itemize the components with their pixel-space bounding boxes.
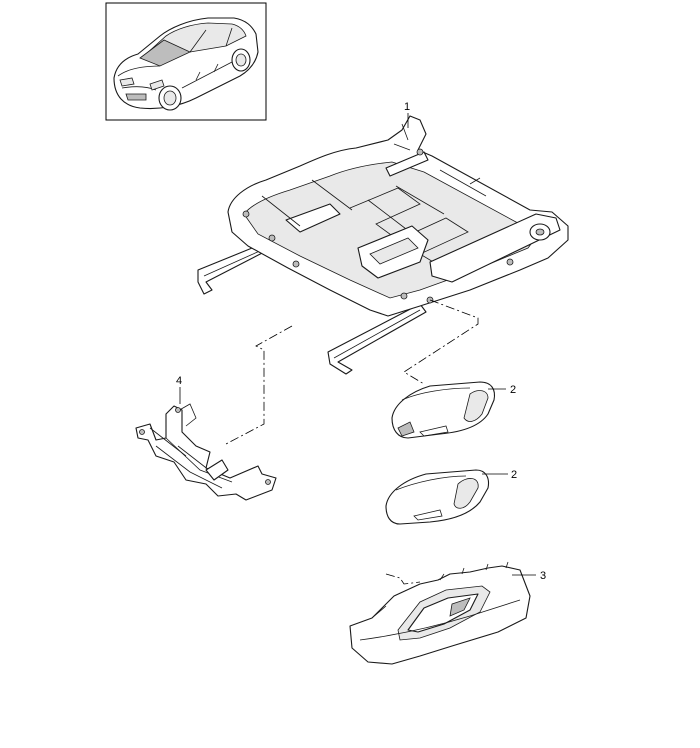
- assembly-line-4: [225, 325, 293, 445]
- callout-1: 1: [404, 101, 410, 113]
- car-illustration: [113, 17, 259, 111]
- callout-2b: 2: [511, 469, 517, 481]
- assembly-lines: [225, 299, 479, 585]
- callout-4: 4: [176, 375, 182, 387]
- callout-2a: 2: [510, 384, 516, 396]
- callouts: 1 2 2 3 4: [176, 101, 546, 582]
- switch-cover-lower-part: [385, 469, 490, 525]
- callout-3: 3: [540, 570, 546, 582]
- seat-frame-part: [197, 115, 569, 375]
- leader-lines: [179, 113, 536, 576]
- side-trim-panel-part: [349, 561, 531, 665]
- switch-cover-upper-part: [391, 381, 496, 439]
- assembly-line-3: [385, 573, 421, 585]
- assembly-line-2a: [403, 299, 479, 385]
- wiring-bracket-part: [135, 403, 277, 501]
- vehicle-thumbnail: [105, 2, 267, 121]
